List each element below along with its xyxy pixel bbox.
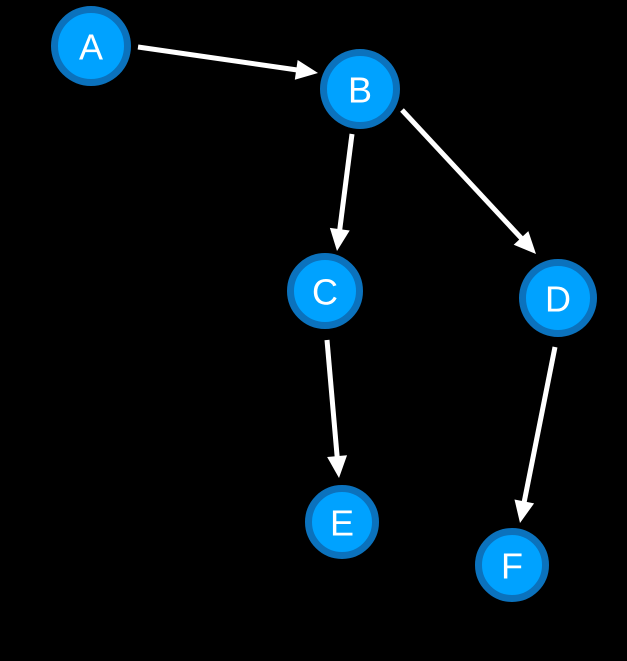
node-circle	[287, 253, 363, 329]
graph-node-e[interactable]: E	[305, 485, 379, 559]
arrowhead-icon	[513, 231, 536, 254]
edge-line	[521, 346, 558, 504]
node-label: B	[348, 70, 372, 111]
graph-edge-c-e[interactable]	[324, 339, 348, 478]
arrowhead-icon	[329, 227, 350, 251]
node-label: E	[330, 503, 354, 544]
node-label: F	[501, 546, 523, 587]
edge-line	[324, 339, 340, 459]
node-circle	[519, 259, 597, 337]
node-label: C	[312, 272, 338, 313]
graph-node-c[interactable]: C	[287, 253, 363, 329]
node-circle	[475, 528, 549, 602]
arrowhead-icon	[294, 59, 318, 80]
graph-node-d[interactable]: D	[519, 259, 597, 337]
node-circle	[51, 6, 131, 86]
node-label: D	[545, 279, 571, 320]
graph-node-b[interactable]: B	[320, 49, 400, 129]
graph-node-a[interactable]: A	[51, 6, 131, 86]
nodes-layer: A B C D E F	[51, 6, 597, 602]
graph-edge-b-c[interactable]	[329, 133, 355, 251]
graph-edge-a-b[interactable]	[137, 44, 318, 80]
edge-line	[400, 108, 525, 242]
edge-line	[137, 44, 299, 73]
node-circle	[305, 485, 379, 559]
graph-edge-b-d[interactable]	[400, 108, 536, 254]
node-circle	[320, 49, 400, 129]
edge-line	[337, 133, 355, 232]
edges-layer	[137, 44, 558, 523]
graph-node-f[interactable]: F	[475, 528, 549, 602]
arrowhead-icon	[514, 499, 535, 523]
arrowhead-icon	[327, 455, 348, 478]
graph-edge-d-f[interactable]	[514, 346, 558, 523]
node-label: A	[79, 27, 103, 68]
